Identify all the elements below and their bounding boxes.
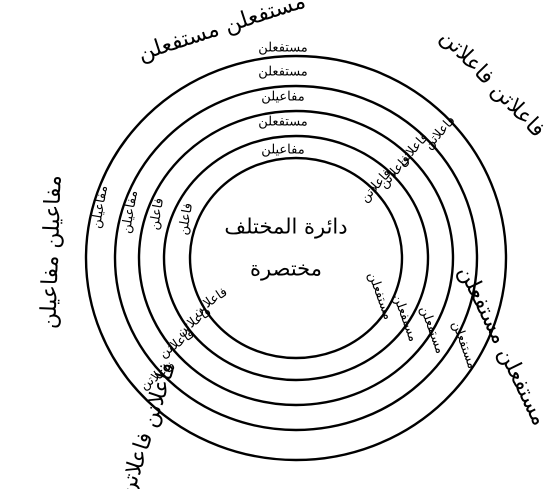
segment-label-top-1: مستفعلن (258, 41, 308, 56)
segment-label-top-2: مستفعلن (258, 65, 308, 80)
segment-label-left-1: مفاعيلن (89, 184, 111, 229)
inner-ring (188, 156, 404, 360)
segment-label-lower-right-2: مستفعلن (389, 292, 420, 344)
ring-3 (137, 109, 455, 407)
segment-label-upper-right-1: فاعلاتن (421, 113, 458, 152)
center-title-line2: مختصرة (250, 257, 322, 282)
ring-2 (113, 84, 479, 432)
meter-label-left: مفاعيلن مفاعيلن (36, 175, 66, 330)
segment-label-top-4: مستفعلن (258, 115, 308, 130)
segment-label-left-3: فاعلن (147, 197, 167, 231)
segment-label-left-4: فاعلن (176, 202, 196, 236)
ring-4 (162, 134, 430, 382)
center-title-line1: دائرة المختلف (224, 215, 347, 240)
segment-label-left-2: مفاعيلن (119, 189, 141, 234)
outer-ring (84, 54, 508, 462)
segment-label-top-3: مفاعيلن (261, 90, 304, 105)
segment-label-top-5: مفاعيلن (261, 143, 304, 158)
